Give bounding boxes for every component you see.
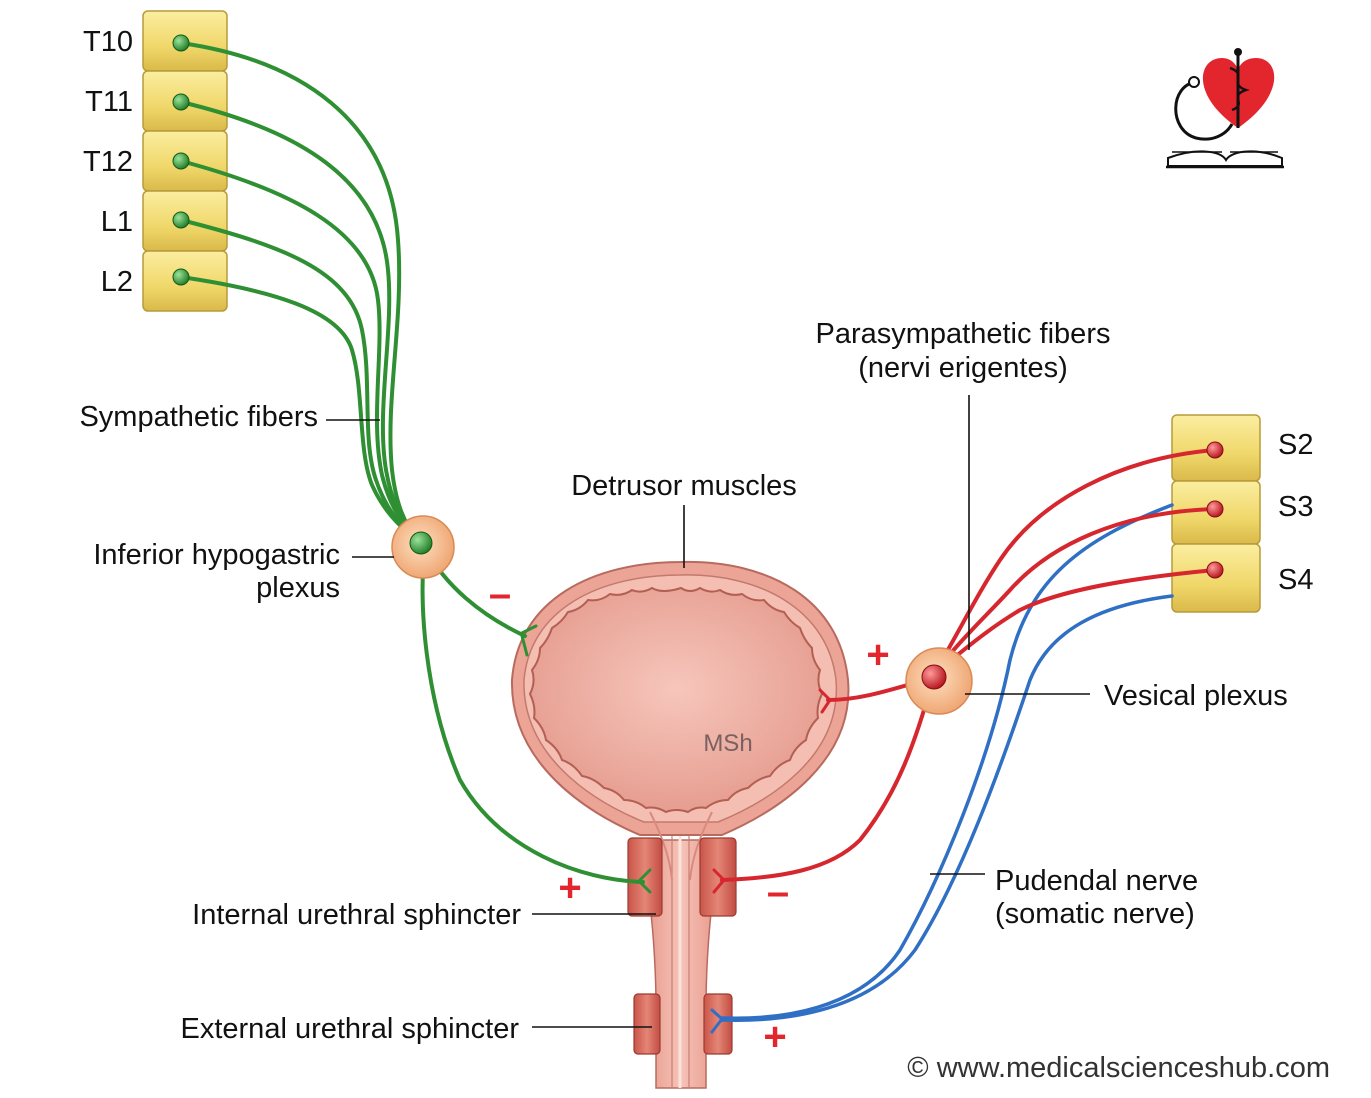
parasympathetic-internal-sphincter-sign: – <box>767 870 789 914</box>
segment-label: T11 <box>85 86 133 118</box>
segment-t12: T12 <box>83 130 228 192</box>
inferior-hypogastric-label-line2: plexus <box>256 572 340 604</box>
segment-label: T12 <box>83 146 133 178</box>
parasympathetic-detrusor-sign: + <box>866 633 889 677</box>
segment-s3: S3 <box>1171 480 1313 545</box>
segment-s2: S2 <box>1171 414 1313 482</box>
bladder-lumen <box>528 586 824 814</box>
external-sphincter-label: External urethral sphincter <box>181 1013 520 1045</box>
sympathetic-fibers-label: Sympathetic fibers <box>79 401 318 433</box>
segment-t10: T10 <box>83 10 228 72</box>
watermark: MSh <box>703 730 752 757</box>
copyright-credit: © www.medicalscienceshub.com <box>907 1052 1330 1084</box>
sacral-segments: S2 S3 S4 <box>1171 414 1313 613</box>
vesical-plexus <box>905 647 973 715</box>
sympathetic-origin-dots <box>172 34 190 286</box>
pudendal-external-sphincter-sign: + <box>763 1015 786 1059</box>
sympathetic-internal-sphincter-sign: + <box>558 866 581 910</box>
inferior-hypogastric-label-line1: Inferior hypogastric <box>93 539 340 571</box>
parasympathetic-origin-dots <box>1206 441 1224 579</box>
detrusor-label: Detrusor muscles <box>571 470 797 502</box>
thoracolumbar-segments: T10 T11 T12 L1 L2 <box>83 10 228 312</box>
segment-label: S4 <box>1278 564 1313 596</box>
segment-label: S3 <box>1278 491 1313 523</box>
leader-lines <box>326 395 1090 1028</box>
segment-label: S2 <box>1278 429 1313 461</box>
internal-sphincter-label: Internal urethral sphincter <box>192 899 521 931</box>
parasympathetic-label-line1: Parasympathetic fibers <box>816 318 1111 350</box>
segment-label: T10 <box>83 26 133 58</box>
pudendal-label-line1: Pudendal nerve <box>995 865 1198 897</box>
segment-label: L2 <box>101 266 133 298</box>
parasympathetic-fibers <box>712 448 1217 894</box>
segment-t11: T11 <box>85 70 228 132</box>
bladder: MSh <box>510 560 850 1089</box>
heart-caduceus-book-logo <box>1166 48 1284 169</box>
pudendal-nerve <box>710 503 1174 1034</box>
internal-urethral-sphincter <box>627 837 737 917</box>
parasympathetic-label-line2: (nervi erigentes) <box>858 352 1068 384</box>
sympathetic-detrusor-sign: – <box>489 572 511 616</box>
segment-label: L1 <box>101 206 133 238</box>
segment-l1: L1 <box>101 190 228 252</box>
inferior-hypogastric-plexus <box>391 515 455 579</box>
pudendal-label-line2: (somatic nerve) <box>995 898 1195 930</box>
segment-s4: S4 <box>1171 543 1313 613</box>
vesical-plexus-label: Vesical plexus <box>1104 680 1288 712</box>
